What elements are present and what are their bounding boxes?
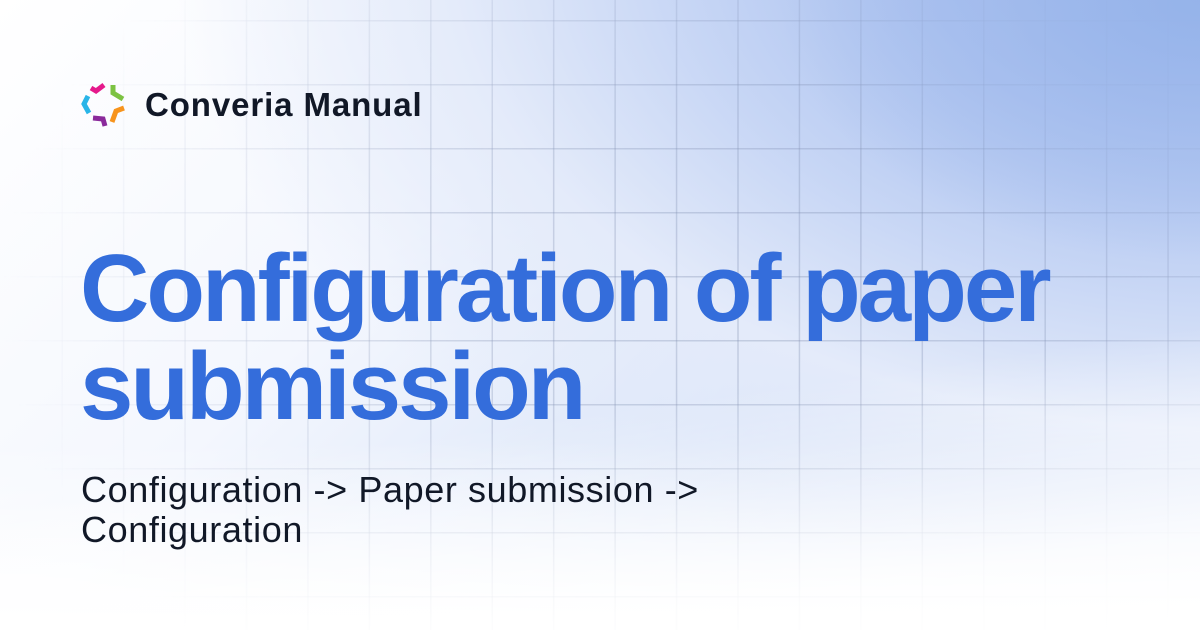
page-title: Configuration of paper submission [80, 235, 1052, 440]
converia-logo-icon [81, 83, 125, 127]
brand-header: Converia Manual [80, 80, 423, 128]
breadcrumb: Configuration -> Paper submission -> Con… [81, 469, 699, 550]
brand-name: Converia Manual [145, 85, 423, 123]
